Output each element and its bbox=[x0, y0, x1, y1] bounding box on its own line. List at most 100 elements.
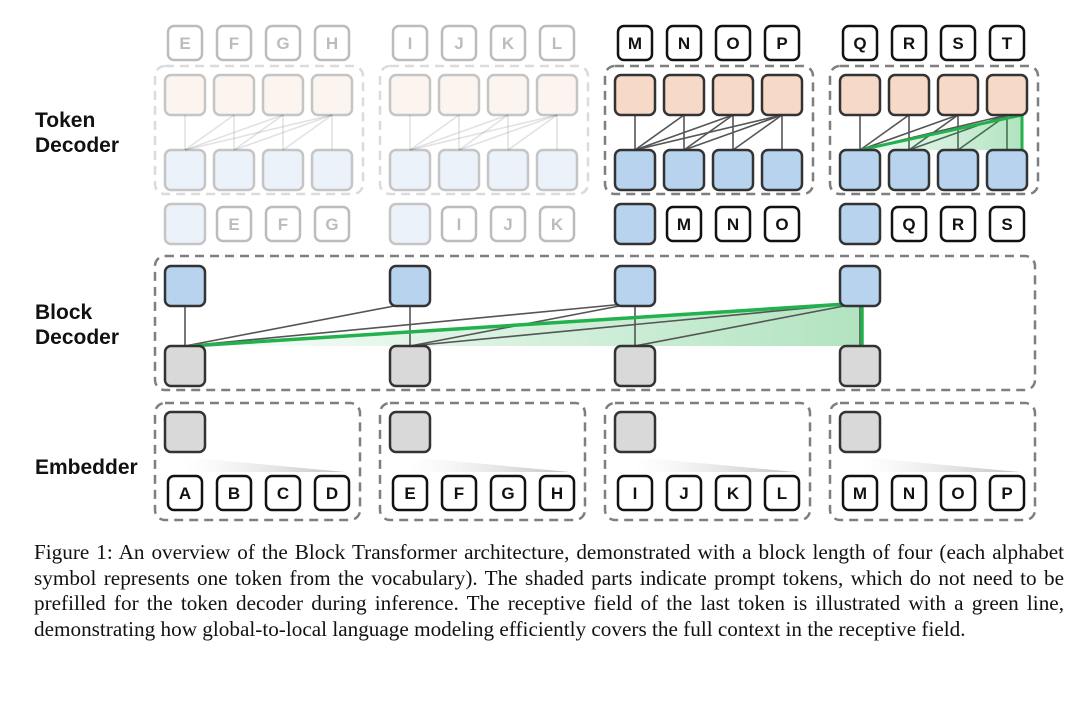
token-letter: B bbox=[228, 484, 240, 503]
token-decoder-input-box bbox=[437, 148, 481, 192]
output-token-box: O bbox=[714, 24, 752, 62]
block-decoder-connection bbox=[184, 302, 636, 347]
token-letter: Q bbox=[902, 215, 915, 234]
token-letter: L bbox=[777, 484, 787, 503]
token-decoder-output-box bbox=[711, 73, 755, 117]
block-decoder-frame bbox=[153, 254, 1037, 392]
token-decoder-input-box bbox=[613, 148, 657, 192]
token-letter: I bbox=[457, 215, 462, 234]
token-letter: O bbox=[775, 215, 788, 234]
token-letter: N bbox=[727, 215, 739, 234]
block-decoder-input-box bbox=[163, 344, 207, 388]
embedder-token-box: I bbox=[616, 474, 654, 512]
block-decoder-input-box bbox=[838, 344, 882, 388]
token-decoder-output-box bbox=[261, 73, 305, 117]
embedder-token-box: K bbox=[714, 474, 752, 512]
token-decoder-input-box bbox=[838, 148, 882, 192]
token-letter: M bbox=[677, 215, 691, 234]
embedder-token-box: L bbox=[763, 474, 801, 512]
token-decoder-connection bbox=[184, 114, 235, 151]
output-token-box: P bbox=[763, 24, 801, 62]
token-decoder-output-box bbox=[613, 73, 657, 117]
token-decoder-connection bbox=[458, 114, 509, 151]
embedder-shading bbox=[410, 457, 570, 472]
embedder-shading bbox=[635, 457, 795, 472]
token-letter: E bbox=[179, 34, 190, 53]
embedder-token-box: G bbox=[489, 474, 527, 512]
token-decoder-connection bbox=[184, 114, 333, 151]
token-letter: S bbox=[1001, 215, 1012, 234]
token-decoder-connection bbox=[458, 114, 558, 151]
token-decoder-output-box bbox=[985, 73, 1029, 117]
token-letter: A bbox=[179, 484, 191, 503]
embedder-token-box: P bbox=[988, 474, 1026, 512]
token-decoder-connection bbox=[184, 114, 284, 151]
block-embedding-box bbox=[613, 410, 657, 454]
token-decoder-input-box bbox=[388, 148, 432, 192]
input-token-box: I bbox=[440, 205, 478, 243]
output-token-box: J bbox=[440, 24, 478, 62]
token-letter: M bbox=[853, 484, 867, 503]
token-letter: E bbox=[228, 215, 239, 234]
embedder-token-box: A bbox=[166, 474, 204, 512]
token-decoder-input-box bbox=[760, 148, 804, 192]
token-letter: I bbox=[633, 484, 638, 503]
token-decoder-output-box bbox=[212, 73, 256, 117]
token-letter: E bbox=[404, 484, 415, 503]
token-letter: N bbox=[903, 484, 915, 503]
block-decoder-output-box bbox=[163, 264, 207, 308]
input-token-box: Q bbox=[890, 205, 928, 243]
token-decoder-output-box bbox=[535, 73, 579, 117]
token-decoder-frame bbox=[603, 64, 815, 196]
token-letter: J bbox=[503, 215, 512, 234]
token-decoder-frame bbox=[828, 64, 1040, 196]
input-token-box: M bbox=[665, 205, 703, 243]
output-token-box: R bbox=[890, 24, 928, 62]
token-decoder-input-box bbox=[486, 148, 530, 192]
token-letter: F bbox=[229, 34, 239, 53]
token-letter: I bbox=[408, 34, 413, 53]
block-embedding-input-box bbox=[838, 202, 882, 246]
embedder-token-box: O bbox=[939, 474, 977, 512]
token-letter: O bbox=[726, 34, 739, 53]
token-decoder-output-box bbox=[310, 73, 354, 117]
block-decoder-output-box bbox=[838, 264, 882, 308]
token-letter: Q bbox=[853, 34, 866, 53]
block-embedding-box bbox=[838, 410, 882, 454]
block-decoder-label: Block Decoder bbox=[35, 300, 119, 350]
token-decoder-input-box bbox=[887, 148, 931, 192]
token-decoder-connection bbox=[634, 114, 685, 151]
block-decoder-output-box bbox=[613, 264, 657, 308]
output-token-box: G bbox=[264, 24, 302, 62]
token-letter: L bbox=[552, 34, 562, 53]
token-letter: S bbox=[952, 34, 963, 53]
token-decoder-connection bbox=[634, 114, 734, 151]
embedder-label-text: Embedder bbox=[35, 456, 138, 479]
embedder-token-box: D bbox=[313, 474, 351, 512]
token-letter: K bbox=[502, 34, 515, 53]
token-decoder-output-box bbox=[887, 73, 931, 117]
token-decoder-connection bbox=[233, 114, 333, 151]
embedder-token-box: N bbox=[890, 474, 928, 512]
receptive-field-line bbox=[189, 301, 863, 348]
figure-caption: Figure 1: An overview of the Block Trans… bbox=[34, 540, 1064, 641]
embedder-token-box: J bbox=[665, 474, 703, 512]
token-letter: K bbox=[551, 215, 564, 234]
token-decoder-output-box bbox=[662, 73, 706, 117]
token-letter: F bbox=[454, 484, 464, 503]
connection-lines bbox=[184, 113, 1024, 472]
embedder-frame bbox=[153, 401, 362, 522]
block-decoder-connection bbox=[634, 302, 861, 347]
token-letter: G bbox=[501, 484, 514, 503]
output-token-box: Q bbox=[841, 24, 879, 62]
token-decoder-input-box bbox=[711, 148, 755, 192]
input-token-box: E bbox=[215, 205, 253, 243]
embedder-token-box: M bbox=[841, 474, 879, 512]
input-token-box: N bbox=[714, 205, 752, 243]
token-decoder-connection bbox=[634, 114, 783, 151]
token-decoder-connection bbox=[233, 114, 284, 151]
token-decoder-connection bbox=[507, 114, 558, 151]
input-token-box: O bbox=[763, 205, 801, 243]
output-token-box: L bbox=[538, 24, 576, 62]
token-letter: G bbox=[325, 215, 338, 234]
